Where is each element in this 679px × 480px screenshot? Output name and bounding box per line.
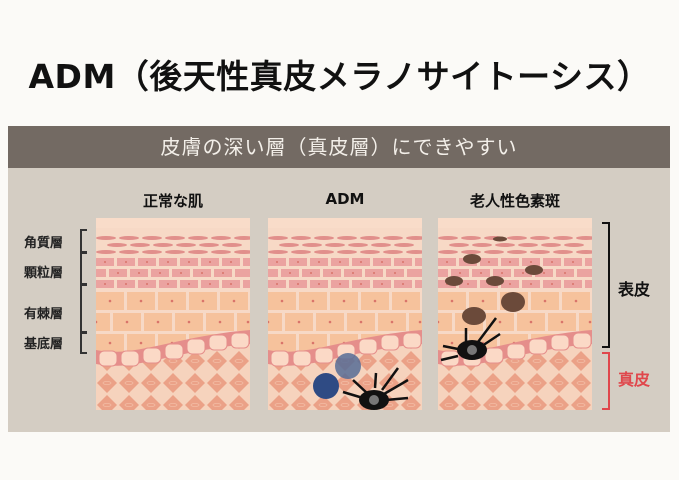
melanocyte-icon bbox=[342, 367, 409, 402]
skin-panel-senile-lentigo bbox=[438, 218, 592, 410]
banner-heading: 皮膚の深い層（真皮層）にできやすい bbox=[8, 126, 670, 168]
dermis-label: 真皮 bbox=[618, 370, 651, 389]
skin-panel-normal bbox=[96, 218, 250, 410]
skin-cross-section-illustration bbox=[96, 218, 250, 410]
layer-label-stratum-corneum: 角質層 bbox=[24, 236, 64, 251]
bracket-corneum bbox=[80, 229, 87, 253]
column-title-adm: ADM bbox=[325, 190, 365, 208]
epidermis-bracket bbox=[602, 222, 610, 348]
layer-label-stratum-basale: 基底層 bbox=[24, 337, 64, 352]
skin-panel-adm bbox=[268, 218, 422, 410]
dermis-bracket bbox=[602, 352, 610, 410]
epidermis-label: 表皮 bbox=[618, 280, 651, 299]
bracket-granulosum bbox=[80, 252, 87, 285]
layer-label-stratum-spinosum: 有棘層 bbox=[24, 307, 64, 322]
layer-label-stratum-granulosum: 顆粒層 bbox=[24, 266, 64, 281]
epidermal-melanin-brown-icon bbox=[445, 236, 543, 325]
melanocyte-icon bbox=[440, 317, 501, 362]
bracket-spinosum bbox=[80, 284, 87, 333]
page-title: ADM（後天性真皮メラノサイトーシス） bbox=[28, 57, 651, 96]
skin-cross-section-illustration bbox=[268, 218, 422, 410]
bracket-basale bbox=[80, 332, 87, 354]
column-title-senile-lentigo: 老人性色素斑 bbox=[469, 192, 560, 210]
dermal-melanin-blue-icon bbox=[313, 353, 361, 399]
skin-cross-section-illustration bbox=[438, 218, 592, 410]
column-title-normal: 正常な肌 bbox=[142, 192, 203, 210]
